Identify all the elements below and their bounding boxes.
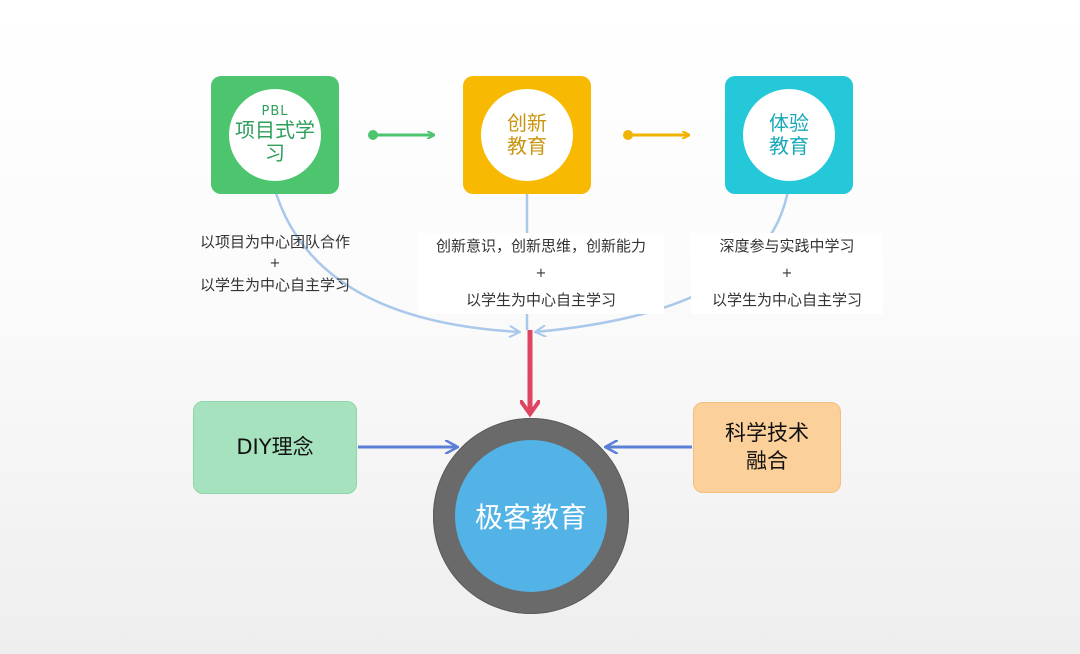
innovation-desc-plus: + xyxy=(535,266,547,281)
pbl-desc-plus: + xyxy=(269,256,281,271)
pbl-desc-line1: 以项目为中心团队合作 xyxy=(199,233,350,251)
diy-label: DIY理念 xyxy=(236,434,314,459)
innovation-desc-line2: 以学生为中心自主学习 xyxy=(465,291,616,309)
science-label-2: 融合 xyxy=(746,448,788,473)
experience-label-2: 教育 xyxy=(769,134,809,158)
diy-box: DIY理念 xyxy=(193,401,357,494)
innovation-circle: 创新 教育 xyxy=(481,89,573,181)
experience-desc-plus: + xyxy=(781,266,793,281)
pbl-abbr: PBL xyxy=(261,103,289,119)
pbl-label-2: 习 xyxy=(265,141,285,166)
innovation-description: 创新意识，创新思维，创新能力 + 以学生为中心自主学习 xyxy=(418,233,664,314)
arrow-pbl-to-innovation xyxy=(368,130,434,140)
core-label: 极客教育 xyxy=(474,501,587,534)
pbl-label-1: 项目式学 xyxy=(235,118,315,143)
science-box: 科学技术 融合 xyxy=(693,402,841,493)
experience-label-1: 体验 xyxy=(769,111,809,135)
experience-circle: 体验 教育 xyxy=(743,89,835,181)
core-circle: 极客教育 xyxy=(455,440,607,592)
pbl-circle: PBL 项目式学 习 xyxy=(229,89,321,181)
innovation-label-2: 教育 xyxy=(507,134,547,158)
arrow-innovation-to-experience xyxy=(623,130,689,140)
pbl-desc-line2: 以学生为中心自主学习 xyxy=(199,276,350,294)
science-label-1: 科学技术 xyxy=(725,421,809,446)
innovation-label-1: 创新 xyxy=(507,111,547,135)
experience-desc-line2: 以学生为中心自主学习 xyxy=(711,291,862,309)
connector-pbl xyxy=(268,169,520,332)
innovation-desc-line1: 创新意识，创新思维，创新能力 xyxy=(435,237,646,255)
experience-desc-line1: 深度参与实践中学习 xyxy=(719,237,855,255)
pbl-description: 以项目为中心团队合作 + 以学生为中心自主学习 xyxy=(178,229,372,299)
experience-description: 深度参与实践中学习 + 以学生为中心自主学习 xyxy=(691,233,883,314)
